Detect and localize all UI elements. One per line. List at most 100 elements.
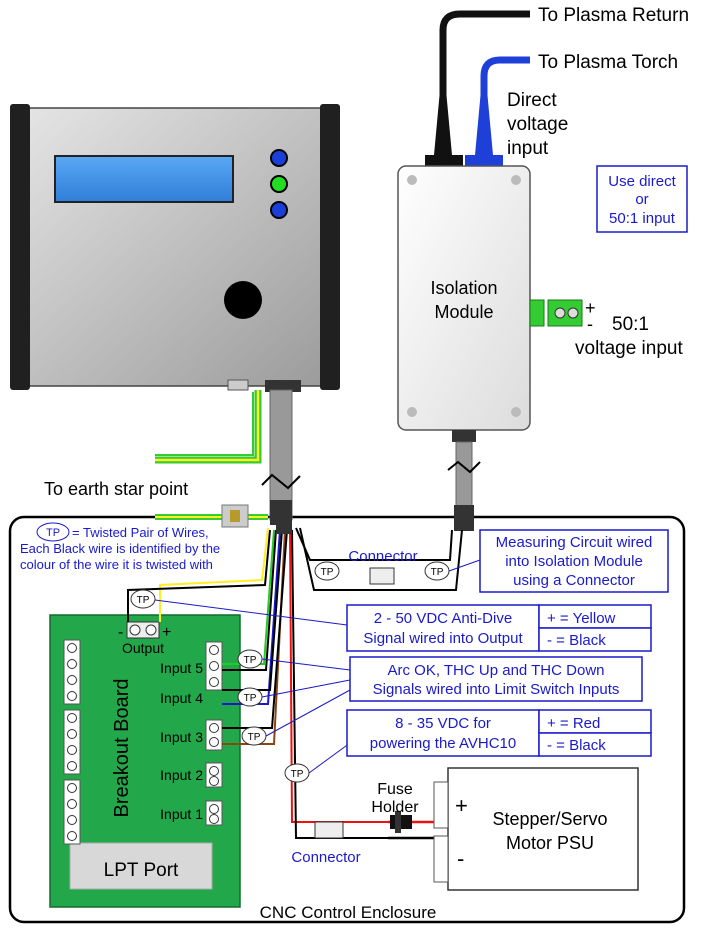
knob bbox=[224, 281, 262, 319]
use-direct-label-1: Use direct bbox=[608, 173, 676, 190]
psu-box bbox=[447, 767, 639, 891]
isolation-module: Isolation Module bbox=[397, 165, 531, 431]
terminal-screw bbox=[67, 691, 77, 701]
terminal-screw bbox=[67, 675, 77, 685]
tp-badge-1: TP bbox=[137, 595, 150, 606]
plus-yellow-label: + = Yellow bbox=[547, 610, 616, 627]
terminal-screw bbox=[209, 661, 219, 671]
connector-bottom-label: Connector bbox=[291, 849, 360, 866]
minus-black2-label: - = Black bbox=[547, 737, 606, 754]
use-direct-label-2: or bbox=[635, 191, 648, 208]
connector-top-label: Connector bbox=[348, 548, 417, 565]
use-direct-label-3: 50:1 input bbox=[609, 210, 676, 227]
anti-dive-label-1: 2 - 50 VDC Anti-Dive bbox=[374, 610, 512, 627]
tp-legend-label: TP bbox=[46, 527, 60, 539]
led-blue-bottom bbox=[270, 201, 288, 219]
tp-note-2: Each Black wire is identified by the bbox=[20, 541, 220, 556]
direct-voltage-label-1: Direct bbox=[507, 90, 557, 111]
power-box bbox=[346, 709, 540, 757]
input5-label: Input 5 bbox=[160, 660, 203, 676]
ratio-label-2: voltage input bbox=[575, 338, 683, 359]
direct-voltage-label-2: voltage bbox=[507, 114, 568, 135]
terminal-screw bbox=[209, 766, 219, 776]
plasma-torch-wire bbox=[480, 56, 530, 150]
plus-red-label: + = Red bbox=[547, 715, 600, 732]
terminal-screw bbox=[67, 831, 77, 841]
signal-wires bbox=[127, 527, 463, 839]
earth-wire-upper bbox=[155, 390, 262, 464]
plasma-return-label: To Plasma Return bbox=[538, 5, 689, 26]
terminal-screw bbox=[67, 761, 77, 771]
isolation-cable bbox=[455, 441, 473, 507]
lpt-label: LPT Port bbox=[104, 860, 179, 881]
terminal-screw bbox=[209, 723, 219, 733]
anti-dive-label-2: Signal wired into Output bbox=[363, 630, 523, 647]
input2-label: Input 2 bbox=[160, 767, 203, 783]
terminal-screw bbox=[209, 677, 219, 687]
terminal-screw bbox=[209, 645, 219, 655]
tp-note-1: = Twisted Pair of Wires, bbox=[72, 525, 209, 540]
output-minus: - bbox=[118, 624, 123, 641]
terminal-screw bbox=[67, 713, 77, 723]
tp-badges bbox=[130, 561, 450, 783]
ratio-minus: - bbox=[587, 314, 593, 334]
enclosure-label: CNC Control Enclosure bbox=[260, 903, 437, 922]
output-plus: + bbox=[162, 624, 171, 641]
output-label: Output bbox=[122, 640, 164, 656]
input1-label: Input 1 bbox=[160, 806, 203, 822]
breakout-label: Breakout Board bbox=[111, 679, 133, 818]
controller-box bbox=[10, 104, 340, 392]
tp-badge-3: TP bbox=[431, 567, 444, 578]
fuse-label-2: Holder bbox=[371, 799, 419, 816]
arc-ok-box bbox=[349, 656, 643, 702]
measuring-label-2: into Isolation Module bbox=[505, 553, 643, 570]
isolation-label-2: Module bbox=[434, 302, 493, 322]
enclosure-outline bbox=[8, 515, 686, 924]
terminal-screw bbox=[209, 737, 219, 747]
terminal-screw bbox=[209, 804, 219, 814]
ratio-terminal bbox=[529, 299, 545, 327]
tp-badge-6: TP bbox=[248, 732, 261, 743]
led-blue-top bbox=[270, 149, 288, 167]
breakout-left-terminals bbox=[63, 639, 81, 845]
psu-minus: - bbox=[457, 846, 464, 871]
led-green bbox=[270, 175, 288, 193]
terminal-screw bbox=[209, 776, 219, 786]
fuse-label-1: Fuse bbox=[377, 781, 413, 798]
measuring-box bbox=[479, 529, 669, 593]
terminal-screw bbox=[209, 814, 219, 824]
terminal-screw bbox=[67, 783, 77, 793]
terminal-screw bbox=[67, 815, 77, 825]
tp-badge-2: TP bbox=[321, 567, 334, 578]
lcd-display bbox=[54, 155, 234, 203]
ratio-plus: + bbox=[585, 298, 596, 318]
callout-lines bbox=[154, 559, 481, 774]
plasma-return-wire bbox=[439, 10, 530, 150]
connector-top bbox=[369, 567, 395, 585]
ratio-label-1: 50:1 bbox=[612, 314, 649, 335]
isolation-label-1: Isolation bbox=[430, 278, 497, 298]
terminal-screw bbox=[67, 745, 77, 755]
connector-bottom bbox=[314, 821, 344, 839]
input3-label: Input 3 bbox=[160, 729, 203, 745]
minus-black-label: - = Black bbox=[547, 632, 606, 649]
tp-badge-7: TP bbox=[291, 769, 304, 780]
tp-badge-5: TP bbox=[244, 693, 257, 704]
psu-label-1: Stepper/Servo bbox=[492, 809, 607, 829]
arc-label-2: Signals wired into Limit Switch Inputs bbox=[373, 681, 620, 698]
lpt-port bbox=[69, 842, 213, 890]
measuring-label-1: Measuring Circuit wired bbox=[496, 534, 653, 551]
earth-label: To earth star point bbox=[44, 479, 188, 499]
plasma-torch-label: To Plasma Torch bbox=[538, 52, 678, 73]
tp-note-3: colour of the wire it is twisted with bbox=[20, 557, 213, 572]
use-direct-box bbox=[596, 165, 688, 233]
measuring-label-3: using a Connector bbox=[513, 572, 635, 589]
anti-dive-box bbox=[346, 604, 540, 652]
direct-voltage-label-3: input bbox=[507, 138, 549, 159]
terminal-screw bbox=[67, 643, 77, 653]
terminal-screw bbox=[67, 729, 77, 739]
power-label-1: 8 - 35 VDC for bbox=[395, 715, 491, 732]
terminal-screw bbox=[67, 659, 77, 669]
